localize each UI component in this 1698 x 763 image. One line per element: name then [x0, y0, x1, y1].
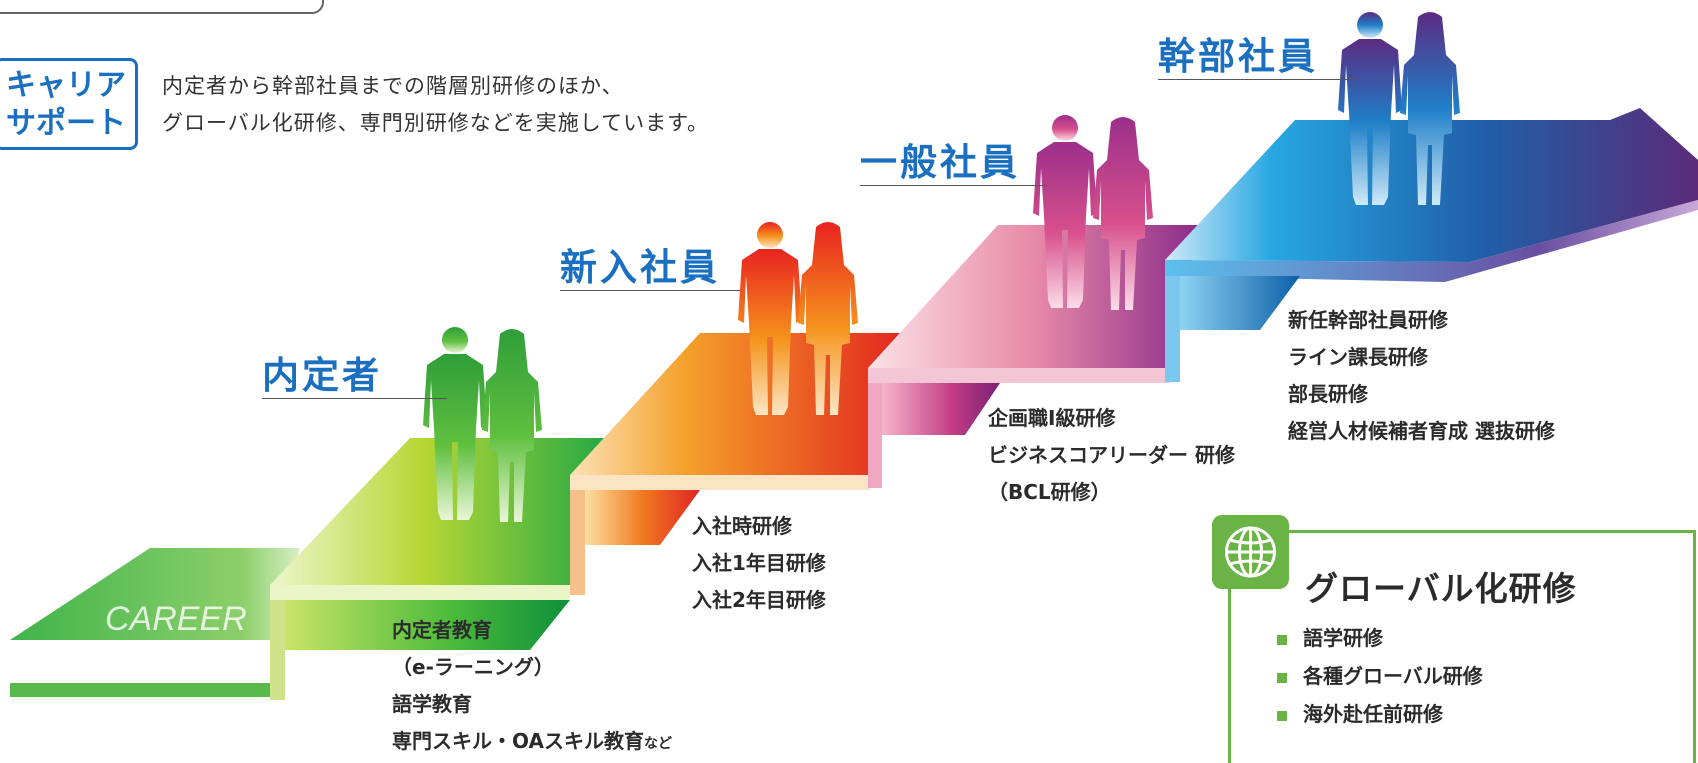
global-item: 海外赴任前研修: [1277, 698, 1443, 727]
global-item-text: 海外赴任前研修: [1303, 702, 1443, 726]
globe-icon-box: [1212, 515, 1289, 589]
bullet-square: [1277, 710, 1287, 721]
top-frame: [0, 0, 324, 14]
training-list-naiteisha: 内定者教育 （e-ラーニング） 語学教育 専門スキル・OAスキル教育など: [392, 612, 672, 763]
stage-label-naiteisha: 内定者: [262, 354, 382, 397]
step2-pillar: [570, 490, 585, 595]
career-support-badge: キャリア サポート: [0, 58, 138, 150]
step2-edge: [570, 475, 870, 490]
list-item: 内定者教育: [392, 618, 492, 642]
step2-top: [570, 333, 900, 475]
list-item-suffix: など: [643, 736, 672, 752]
badge-line1: キャリア: [6, 68, 126, 103]
list-item: ライン課長研修: [1288, 345, 1428, 369]
global-item-text: 各種グローバル研修: [1303, 664, 1483, 688]
list-item: 語学教育: [392, 692, 472, 716]
list-item: 部長研修: [1288, 382, 1368, 406]
step1-front: [270, 600, 570, 650]
global-item-text: 語学研修: [1303, 626, 1383, 650]
stage-label-kanbu: 幹部社員: [1158, 35, 1318, 78]
step3-front: [882, 383, 1000, 435]
step3-edge: [868, 368, 1170, 383]
step1-pillar: [270, 600, 285, 700]
training-list-kanbu: 新任幹部社員研修 ライン課長研修 部長研修 経営人材候補者育成 選抜研修: [1288, 302, 1555, 450]
list-item: 企画職Ⅰ級研修: [988, 406, 1116, 430]
step4-front: [1180, 276, 1300, 330]
career-text: CAREER: [105, 600, 247, 638]
bullet-square: [1277, 672, 1287, 683]
list-item: 経営人材候補者育成 選抜研修: [1288, 419, 1555, 443]
global-training-box: [1228, 530, 1696, 763]
globe-icon: [1225, 526, 1276, 578]
step-career-top: [10, 548, 300, 640]
list-item: （e-ラーニング）: [392, 655, 554, 679]
step4-edge: [1165, 200, 1698, 282]
global-item: 各種グローバル研修: [1277, 660, 1483, 689]
step1-edge: [270, 585, 570, 600]
stage-underline: [262, 398, 447, 399]
stage-underline: [860, 185, 1045, 186]
bullet-square: [1277, 634, 1287, 645]
step3-top: [868, 225, 1200, 368]
step4-top: [1165, 108, 1698, 262]
list-item: 専門スキル・OAスキル教育など: [392, 723, 672, 763]
step2-front: [585, 490, 700, 545]
step-career-edge-shade: [10, 683, 280, 697]
training-list-shinnyu: 入社時研修 入社1年目研修 入社2年目研修: [692, 508, 826, 619]
stage-label-shinnyu: 新入社員: [560, 246, 720, 289]
list-item-text: 専門スキル・OAスキル教育: [392, 729, 644, 753]
career-staircase: CAREER: [10, 12, 1698, 700]
intro-line2: グローバル化研修、専門別研修などを実施しています。: [162, 111, 710, 135]
global-item: 語学研修: [1277, 622, 1383, 651]
stage-underline: [560, 290, 740, 291]
list-item: 新任幹部社員研修: [1288, 308, 1448, 332]
list-item: 入社時研修: [692, 514, 792, 538]
list-item: ビジネスコアリーダー 研修: [988, 443, 1235, 467]
stage-underline: [1158, 79, 1358, 80]
list-item: 入社2年目研修: [692, 588, 826, 612]
global-training-title: グローバル化研修: [1305, 569, 1577, 608]
intro-text: 内定者から幹部社員までの階層別研修のほか、 グローバル化研修、専門別研修などを実…: [162, 68, 709, 142]
list-item: （BCL研修）: [988, 480, 1111, 504]
intro-line1: 内定者から幹部社員までの階層別研修のほか、: [162, 74, 624, 98]
training-list-ippan: 企画職Ⅰ級研修 ビジネスコアリーダー 研修 （BCL研修）: [988, 400, 1235, 511]
step3-pillar: [868, 383, 882, 488]
stage-label-ippan: 一般社員: [860, 141, 1020, 184]
list-item: 入社1年目研修: [692, 551, 826, 575]
badge-line2: サポート: [6, 106, 126, 141]
step4-pillar: [1165, 276, 1180, 382]
